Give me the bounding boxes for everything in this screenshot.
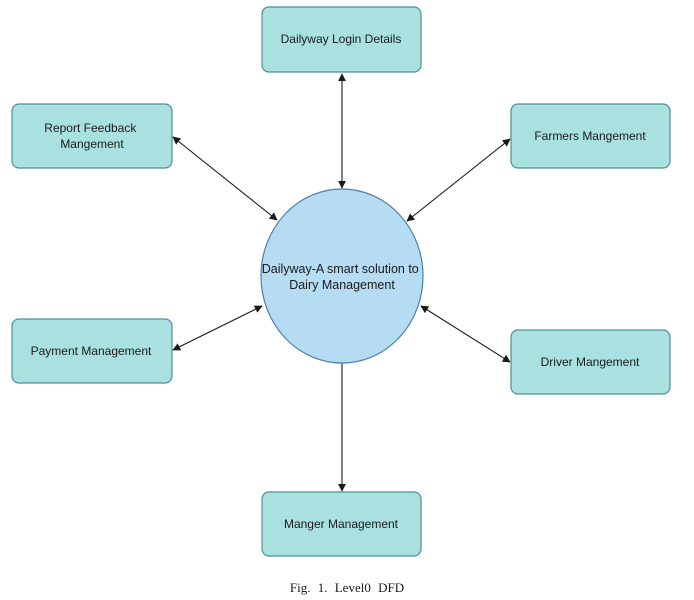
central-process-ellipse bbox=[260, 188, 424, 364]
arrow-center-farmers bbox=[406, 138, 511, 222]
entity-manger-label: Manger Management bbox=[284, 517, 399, 531]
entity-report-feedback: Report Feedback Mangement bbox=[11, 103, 173, 169]
entity-driver: Driver Mangement bbox=[510, 329, 671, 395]
entity-manger: Manger Management bbox=[261, 491, 422, 557]
arrow-center-report bbox=[172, 136, 278, 221]
entity-driver-label-line-1: Driver Mangement bbox=[541, 355, 640, 369]
central-process-label-line-1: Dailyway-A smart solution to bbox=[262, 262, 419, 276]
arrow-center-driver bbox=[420, 305, 511, 363]
entity-manger-label-line-1: Manger Management bbox=[284, 517, 399, 531]
central-process-label: Dailyway-A smart solution to Dairy Manag… bbox=[262, 262, 423, 292]
entity-login-details-label: Dailyway Login Details bbox=[281, 32, 402, 46]
entity-payment: Payment Management bbox=[11, 318, 173, 384]
entity-report-feedback-label-line-2: Mangement bbox=[60, 137, 124, 151]
entity-payment-label-line-1: Payment Management bbox=[31, 344, 152, 358]
entity-payment-label: Payment Management bbox=[31, 344, 152, 358]
entity-report-feedback-box bbox=[11, 103, 173, 169]
entity-login-details: Dailyway Login Details bbox=[261, 6, 422, 73]
central-process-label-line-2: Dairy Management bbox=[289, 278, 395, 292]
entity-report-feedback-label-line-1: Report Feedback bbox=[44, 121, 137, 135]
entity-driver-label: Driver Mangement bbox=[541, 355, 640, 369]
flow-arrows bbox=[172, 73, 511, 492]
entity-farmers-box bbox=[510, 103, 671, 169]
entity-login-details-label-line-1: Dailyway Login Details bbox=[281, 32, 402, 46]
arrow-center-payment bbox=[172, 305, 263, 351]
figure-caption: Fig. 1. Level0 DFD bbox=[289, 580, 405, 595]
entity-farmers-label-line-1: Farmers Mangement bbox=[534, 129, 646, 143]
entity-payment-box bbox=[11, 318, 173, 384]
central-process: Dailyway-A smart solution to Dairy Manag… bbox=[260, 188, 424, 364]
entity-report-feedback-label: Report Feedback Mangement bbox=[44, 121, 139, 151]
entity-manger-box bbox=[261, 491, 422, 557]
entity-driver-box bbox=[510, 329, 671, 395]
entity-farmers-label: Farmers Mangement bbox=[534, 129, 646, 143]
entity-farmers: Farmers Mangement bbox=[510, 103, 671, 169]
entity-login-details-box bbox=[261, 6, 422, 73]
